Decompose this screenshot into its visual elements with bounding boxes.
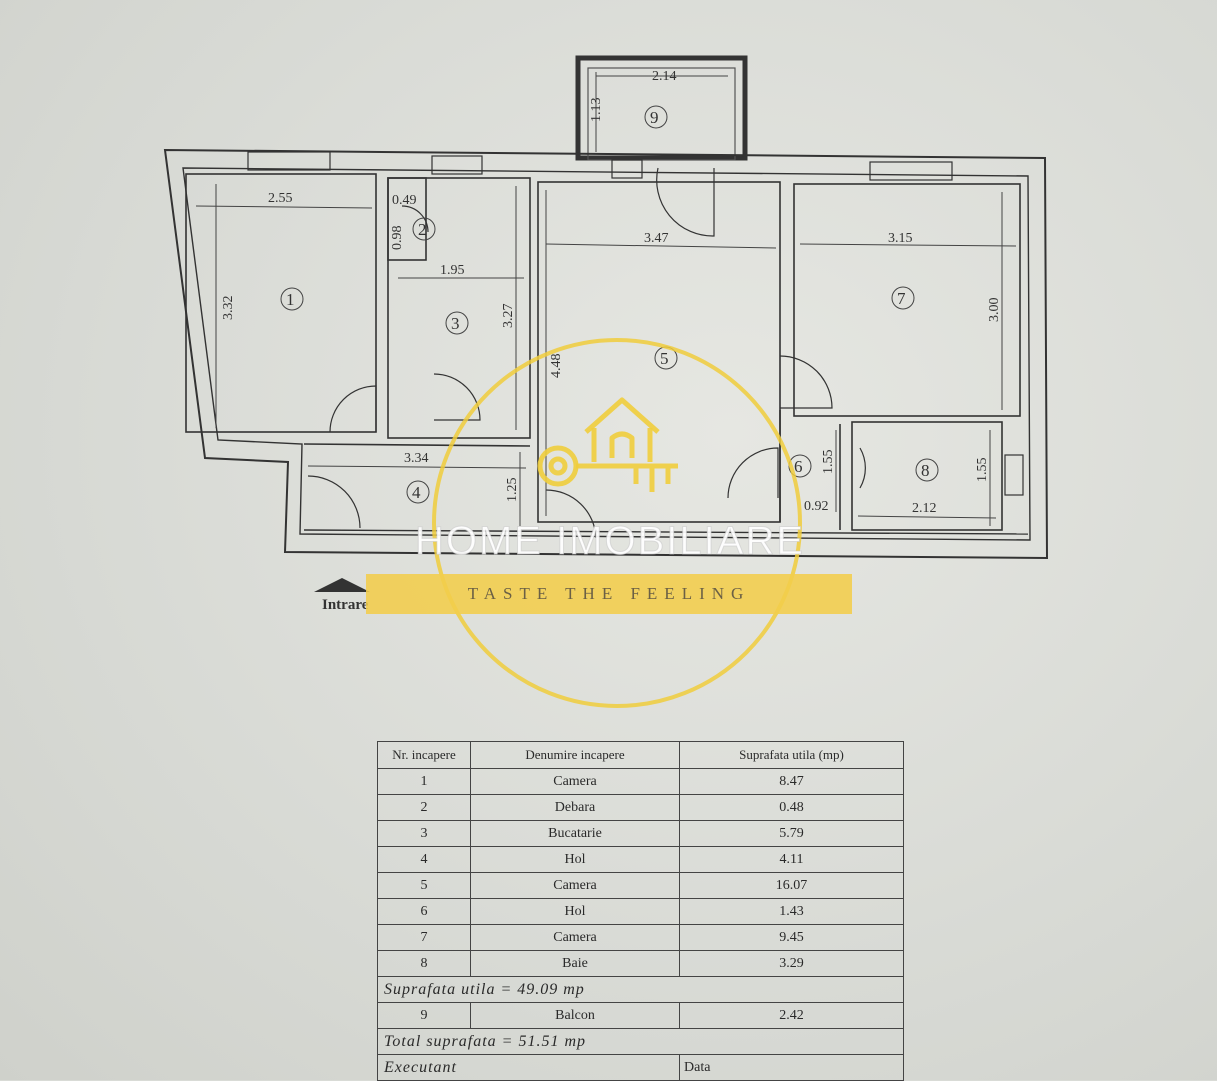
cell: 2.42 [679,1002,904,1029]
cell: 4 [377,846,471,873]
executant-label: Executant [377,1054,680,1081]
cell: Camera [470,872,680,899]
table-header: Suprafata utila (mp) [679,741,904,769]
cell: 2 [377,794,471,821]
cell: 9.45 [679,924,904,951]
cell: 16.07 [679,872,904,899]
cell: Balcon [470,1002,680,1029]
room-number: 9 [650,108,659,127]
cell: Camera [470,924,680,951]
cell: Camera [470,768,680,795]
room-2-outline [387,177,427,261]
dim-label: 3.47 [644,231,669,246]
total-text: Total suprafata = 51.51 mp [377,1028,904,1055]
cell: 5.79 [679,820,904,847]
cell: 0.48 [679,794,904,821]
table-header: Nr. incapere [377,741,471,769]
dim-label: 2.14 [652,69,677,84]
dim-label: 1.13 [589,98,604,123]
room-number: 3 [451,314,460,333]
dim-label: 3.32 [221,296,236,321]
cell: Baie [470,950,680,977]
house-key-icon [537,397,678,492]
floor-plan: Intrare 2.14 1.13 2.55 0.49 0.98 1.95 3.… [163,55,1049,613]
cell: 1 [377,768,471,795]
dim-label: 0.98 [390,226,405,251]
room-number: 8 [921,461,930,480]
entrance-arrow [314,578,370,592]
dim-label: 2.55 [268,191,293,206]
cell: 3 [377,820,471,847]
cell: 1.43 [679,898,904,925]
table-header-row: Nr. incapere Denumire incapere Suprafata… [377,741,904,769]
cell: 8.47 [679,768,904,795]
dim-label: 1.55 [821,450,836,475]
cell: 9 [377,1002,471,1029]
table-header: Denumire incapere [470,741,680,769]
subtotal-row: Suprafata utila = 49.09 mp [377,976,904,1003]
cell: 6 [377,898,471,925]
dim-label: 3.27 [501,304,516,329]
dim-label: 2.12 [912,501,937,516]
room-area-table: Nr. incapere Denumire incapere Suprafata… [377,741,904,1081]
room-number: 1 [286,290,295,309]
balcony-wall [575,55,748,161]
room-number: 6 [794,457,803,476]
watermark-brand: HOME IMOBILIARE [414,519,806,564]
room-number: 4 [412,483,421,502]
cell: Hol [470,898,680,925]
dim-label: 0.49 [392,193,417,208]
dim-label: 3.34 [404,451,429,466]
cell: Bucatarie [470,820,680,847]
dim-label: 1.95 [440,263,465,278]
cell: 5 [377,872,471,899]
room-7-outline [793,183,1021,417]
dim-label: 1.55 [975,458,990,483]
room-number: 7 [897,289,906,308]
dim-label: 3.00 [987,298,1002,323]
room-8-outline [851,421,1003,531]
cell: 4.11 [679,846,904,873]
cell: Hol [470,846,680,873]
dim-label: 0.92 [804,499,829,514]
date-label: Data [679,1054,904,1081]
cell: 8 [377,950,471,977]
total-row: Total suprafata = 51.51 mp [377,1028,904,1055]
watermark-ring [432,338,802,708]
watermark-tagline: TASTE THE FEELING [366,574,852,614]
cell: 3.29 [679,950,904,977]
subtotal-text: Suprafata utila = 49.09 mp [377,976,904,1003]
cell: 7 [377,924,471,951]
cell: Debara [470,794,680,821]
dim-label: 3.15 [888,231,913,246]
outer-wall [163,148,1049,560]
entrance-label: Intrare [322,597,369,613]
room-number: 2 [418,220,427,239]
room-1-outline [185,173,377,433]
